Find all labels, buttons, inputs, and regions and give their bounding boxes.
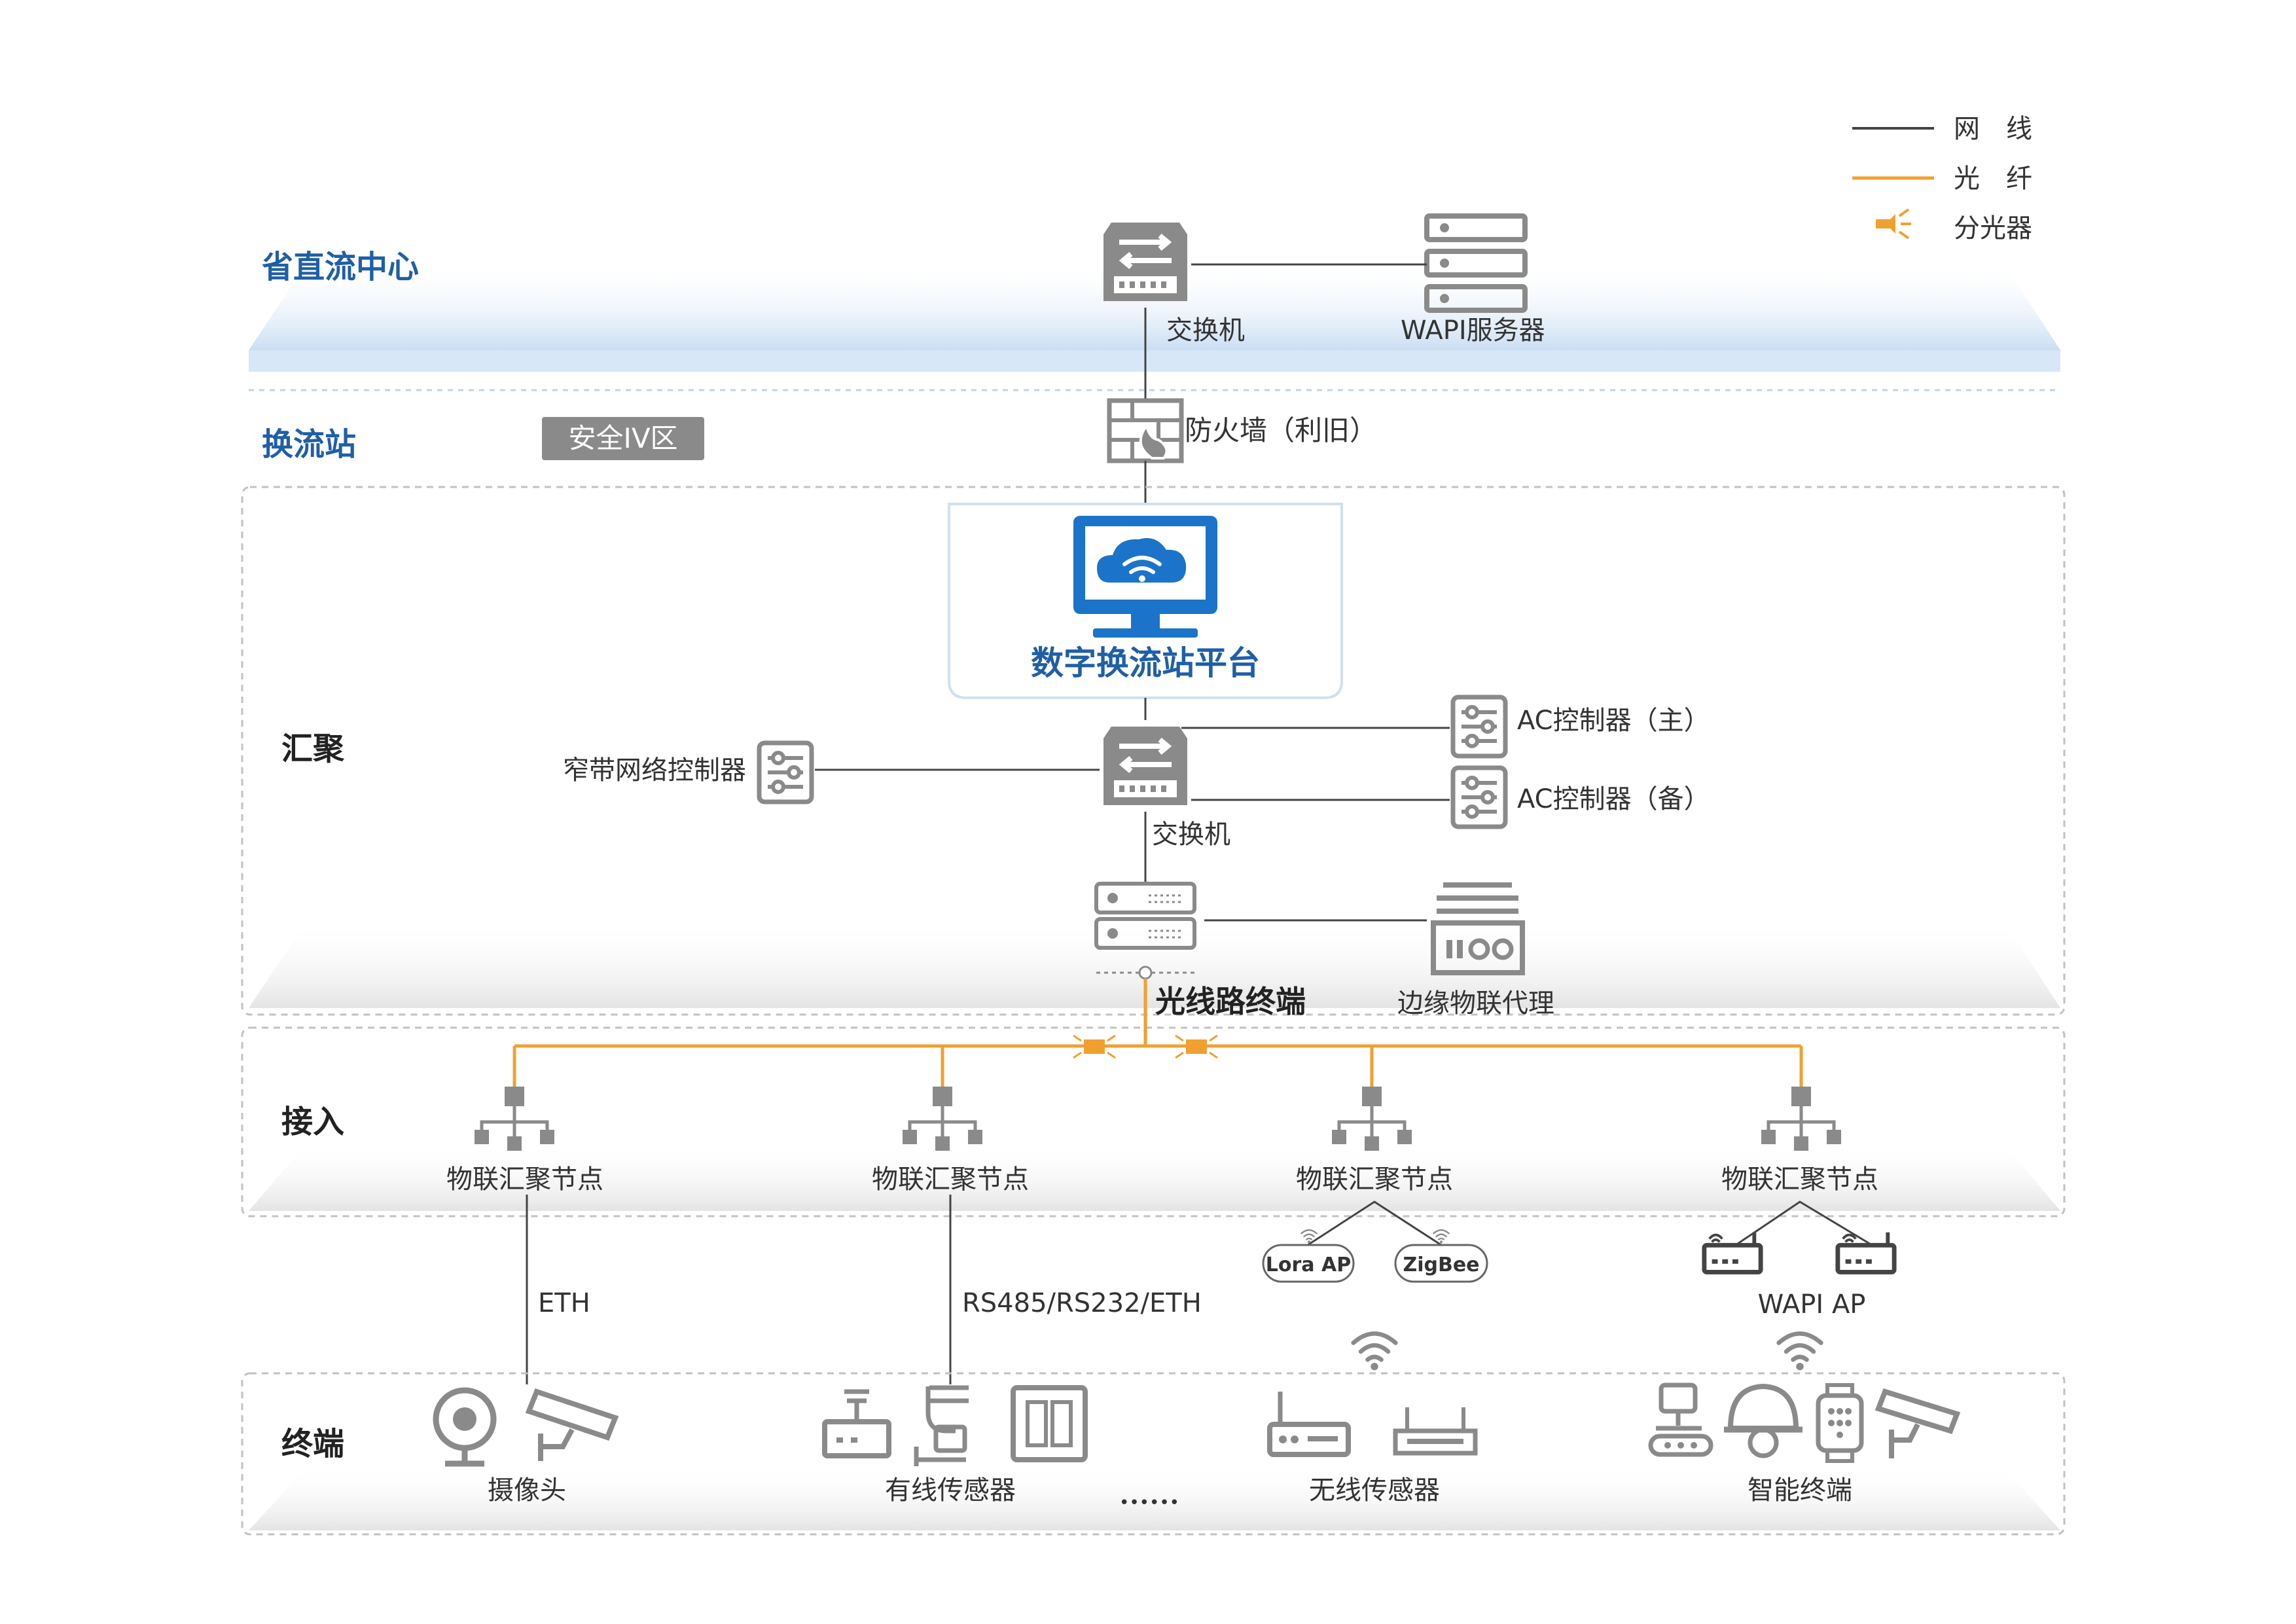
- link-eth-label: ETH: [538, 1288, 590, 1318]
- cctv-icon: [1874, 1388, 1961, 1458]
- wifi-icon: [1779, 1333, 1821, 1370]
- edge-proxy-icon: [1431, 882, 1525, 975]
- wifi-router-icon: [1393, 1407, 1478, 1456]
- security-badge-label: 安全IV区: [568, 422, 677, 454]
- helmet-icon: [1724, 1383, 1803, 1458]
- province-switch-icon: [1103, 223, 1187, 301]
- lora-ap-label: Lora AP: [1266, 1254, 1351, 1276]
- robot-icon: [1648, 1382, 1713, 1457]
- province-switch-label: 交换机: [1166, 316, 1245, 346]
- router-icon: [1838, 1233, 1894, 1272]
- zone-aggregation-label: 汇聚: [281, 731, 345, 767]
- fiber-network: [512, 979, 1803, 1087]
- firewall-icon: [1107, 398, 1184, 463]
- access-floor: [249, 1142, 2060, 1211]
- aggregation-zone: [241, 486, 2066, 1016]
- hierarchy-icon: [475, 1087, 554, 1151]
- node-4-label: 物联汇聚节点: [1721, 1164, 1878, 1195]
- olt-label: 光线路终端: [1155, 984, 1306, 1019]
- platform-label: 数字换流站平台: [1031, 644, 1260, 682]
- splitter-icon: [1072, 1034, 1116, 1059]
- splitter-icon: [1175, 1034, 1219, 1059]
- webcam-icon: [433, 1387, 497, 1467]
- wifi-icon: [1354, 1333, 1396, 1370]
- wapi-ap-label: WAPI AP: [1758, 1290, 1866, 1320]
- ac-main-controller-icon: [1453, 697, 1505, 756]
- monitor-cloud-icon: [1073, 516, 1217, 638]
- lora-ap-badge: [1262, 1244, 1355, 1283]
- link-node3-aps: [1307, 1200, 1442, 1246]
- terminal-floor: [249, 1466, 2060, 1530]
- wired-sensor-label: 有线传感器: [885, 1475, 1016, 1506]
- zigbee-badge: [1394, 1244, 1488, 1283]
- camera-label: 摄像头: [488, 1475, 566, 1506]
- ac-main-label: AC控制器（主）: [1517, 706, 1710, 736]
- hierarchy-icon: [1761, 1087, 1841, 1151]
- legend: 网 线 光 纤 分光器: [1852, 114, 2032, 244]
- aggregation-floor: [249, 920, 2060, 1008]
- link-node4-aps: [1735, 1200, 1873, 1246]
- node-2-label: 物联汇聚节点: [872, 1164, 1029, 1195]
- olt-icon: [1094, 882, 1196, 980]
- terminal-zone: [241, 1372, 2066, 1536]
- server-icon: [1424, 213, 1528, 313]
- zone-access-label: 接入: [281, 1104, 344, 1140]
- node-1-label: 物联汇聚节点: [446, 1164, 603, 1195]
- smart-terminal-label: 智能终端: [1748, 1475, 1852, 1506]
- narrowband-controller-icon: [759, 743, 812, 802]
- ellipsis: ••••••: [1119, 1493, 1179, 1513]
- zone-terminal-label: 终端: [281, 1426, 344, 1462]
- router-icon: [1267, 1392, 1351, 1457]
- edge-proxy-label: 边缘物联代理: [1397, 988, 1554, 1019]
- station-switch-label: 交换机: [1152, 820, 1230, 850]
- ac-backup-label: AC控制器（备）: [1517, 784, 1710, 814]
- station-switch-icon: [1103, 727, 1187, 805]
- sensor-icon: [822, 1389, 891, 1458]
- router-icon: [1704, 1233, 1761, 1272]
- link-serial-label: RS485/RS232/ETH: [962, 1288, 1202, 1318]
- legend-splitter-label: 分光器: [1954, 213, 2032, 244]
- zigbee-label: ZigBee: [1403, 1254, 1479, 1276]
- province-band: [249, 262, 2060, 391]
- node-3-label: 物联汇聚节点: [1296, 1164, 1453, 1195]
- wapi-server-label: WAPI服务器: [1401, 316, 1545, 346]
- firewall-label: 防火墙（利旧）: [1185, 414, 1377, 446]
- hierarchy-icon: [903, 1087, 982, 1151]
- wireless-sensor-label: 无线传感器: [1309, 1475, 1440, 1506]
- connector-lock-icon: [914, 1385, 969, 1466]
- zone-province-label: 省直流中心: [262, 249, 419, 285]
- security-badge: [542, 417, 704, 460]
- legend-splitter-icon: [1876, 208, 1911, 240]
- switch-panel-icon: [1011, 1385, 1088, 1462]
- legend-cable-label: 网 线: [1954, 114, 2032, 144]
- legend-fiber-label: 光 纤: [1954, 164, 2032, 194]
- zone-station-label: 换流站: [262, 426, 356, 463]
- ac-backup-controller-icon: [1453, 768, 1505, 827]
- narrowband-controller-label: 窄带网络控制器: [563, 755, 746, 785]
- hierarchy-icon: [1332, 1087, 1412, 1151]
- cctv-icon: [525, 1388, 619, 1461]
- watch-icon: [1816, 1383, 1864, 1463]
